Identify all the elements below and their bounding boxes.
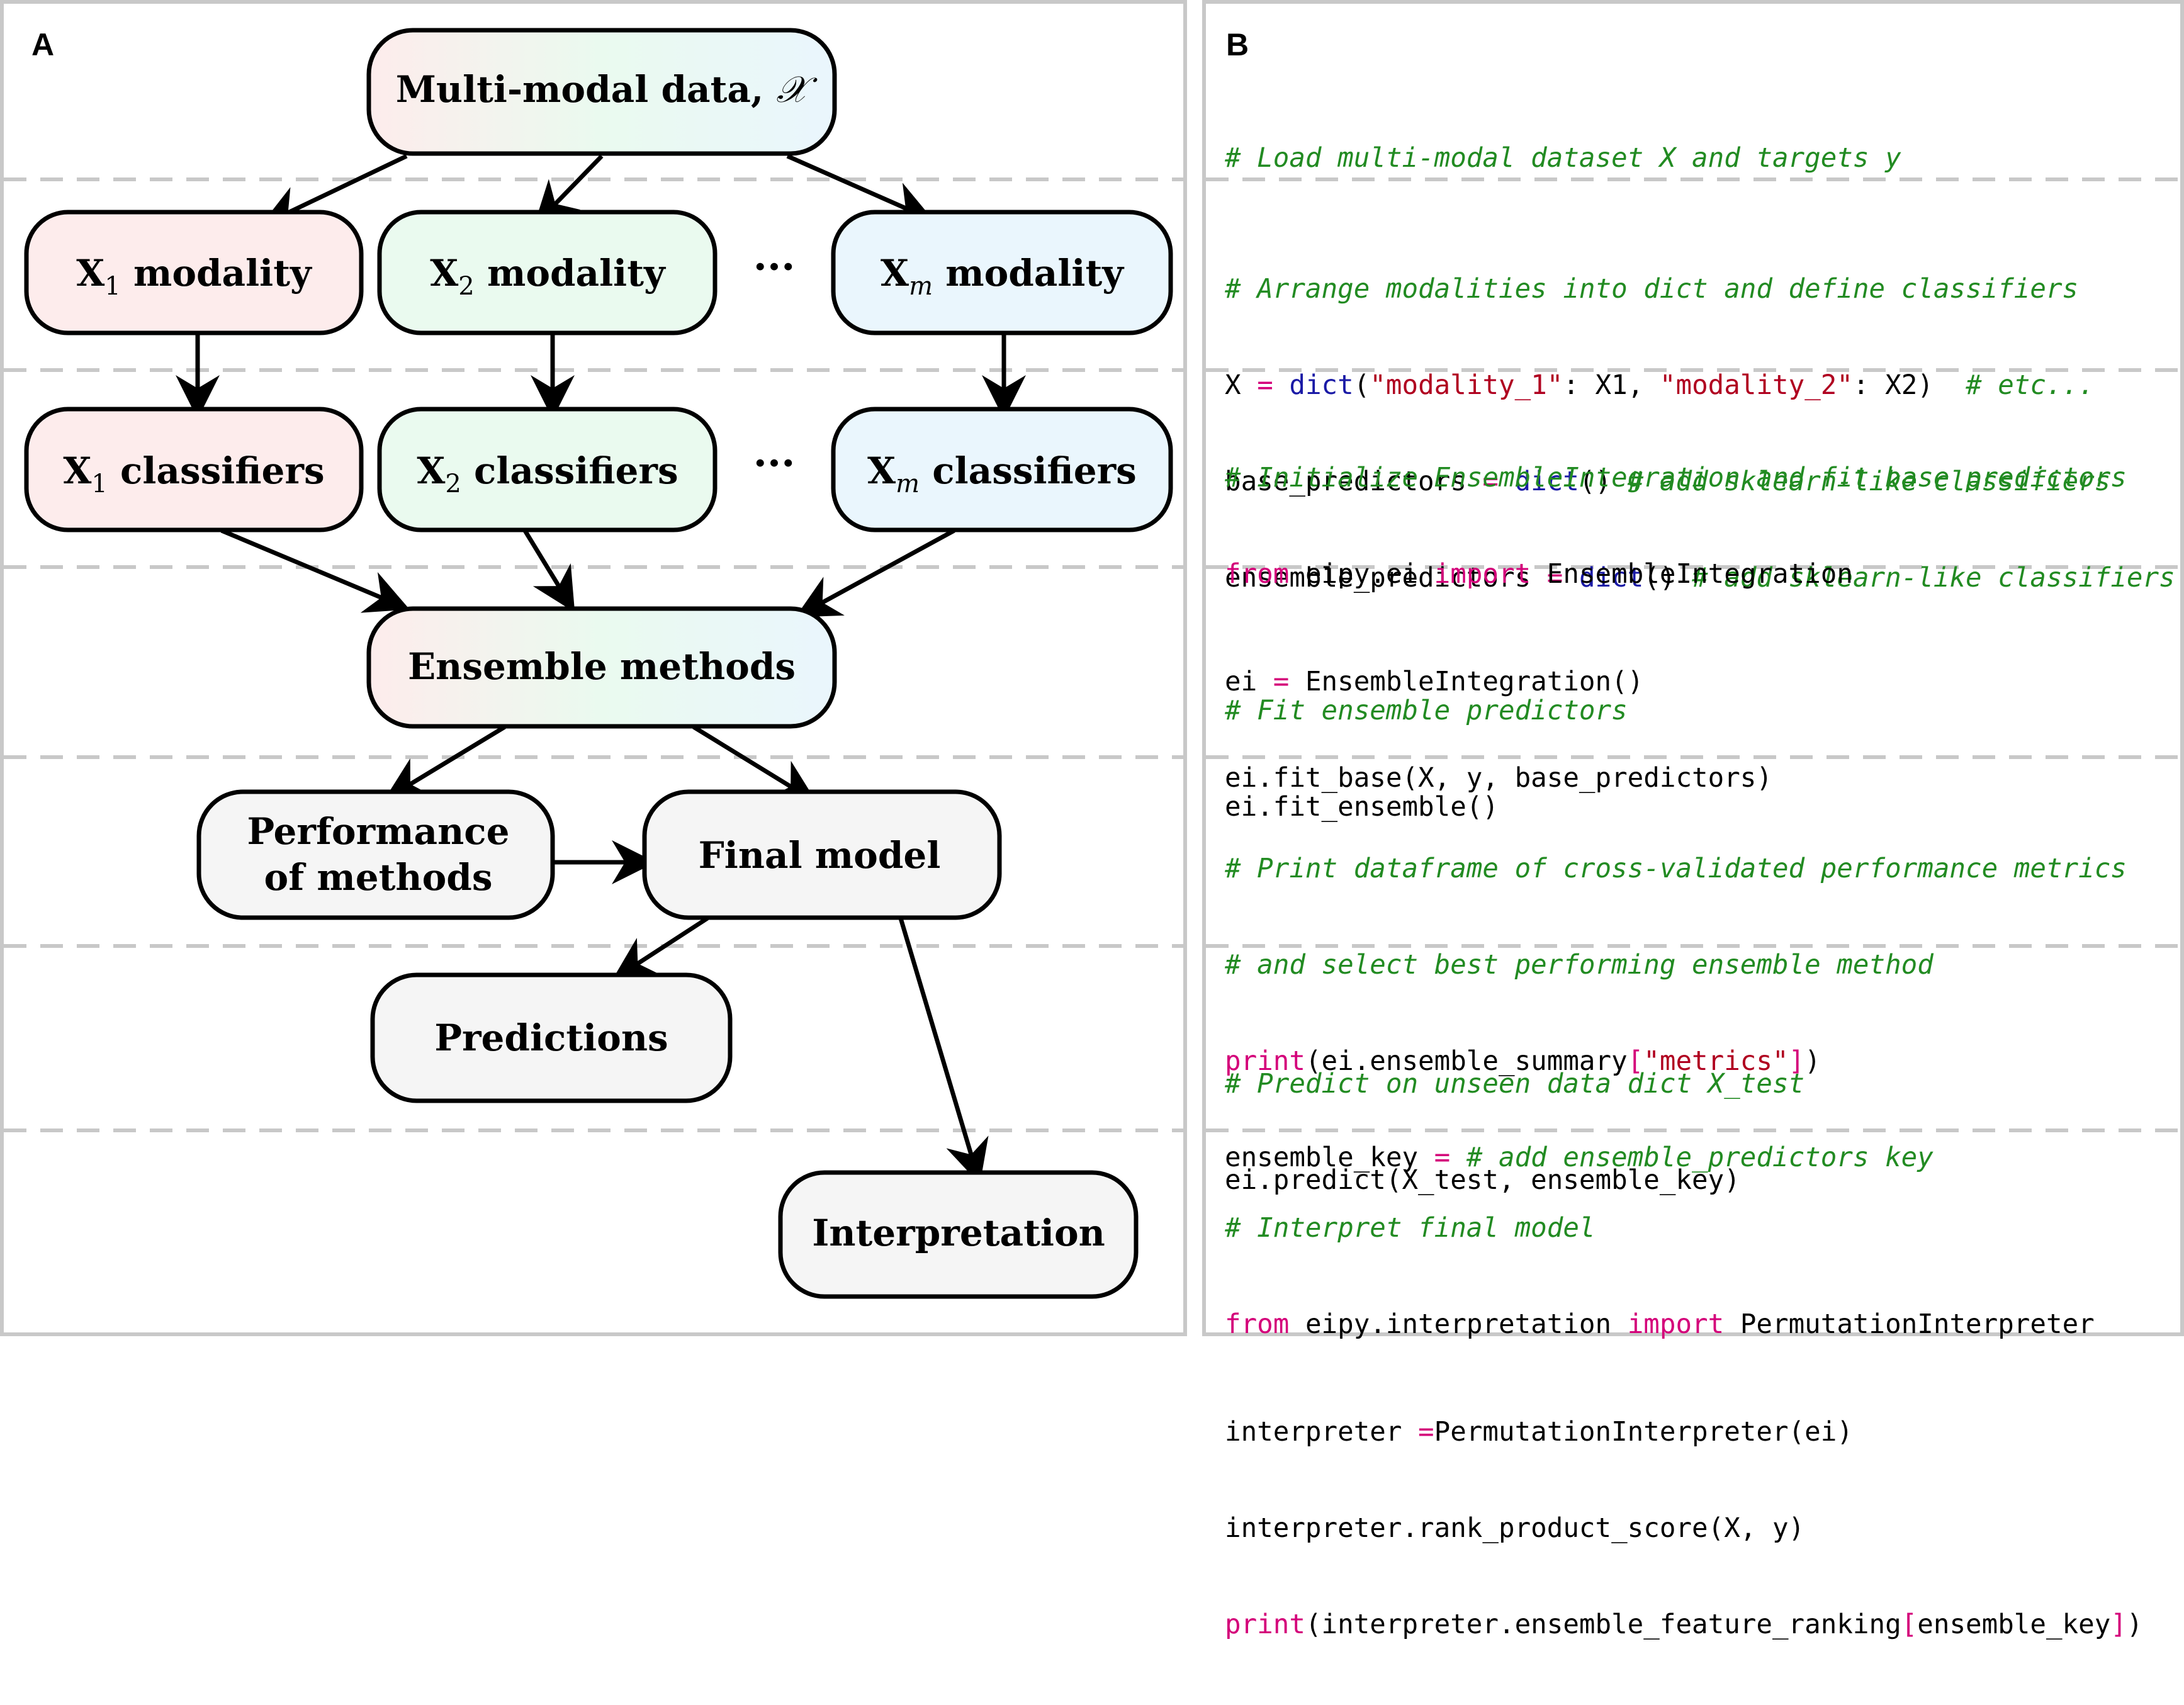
arrow-clsm-to-ensemble [795, 528, 955, 617]
code-section-arrange: # Arrange modalities into dict and defin… [1225, 209, 2175, 658]
code-section-predict: # Predict on unseen data dict X_test ei.… [1225, 1004, 2168, 1261]
label-ensemble-methods: Ensemble methods [408, 645, 796, 688]
code-section-fit-ensemble: # Fit ensemble predictors ei.fit_ensembl… [1225, 631, 2168, 887]
arrow-ensemble-to-final [692, 725, 817, 803]
code-comment: # Initialize EnsembleIntegration and fit… [1225, 463, 2127, 493]
label-predictions: Predictions [434, 1016, 668, 1059]
node-final-model [642, 789, 1002, 920]
code-comment: # Interpret final model [1225, 1213, 1596, 1244]
label-multimodal-data: Multi-modal data, 𝒳 [396, 68, 818, 111]
code-dividers [1206, 177, 2180, 1132]
panel-a-flowchart: A [0, 0, 1187, 1336]
label-performance-line1: Performance [247, 810, 509, 853]
code-line-print-ranking: print(interpreter.ensemble_feature_ranki… [1225, 1609, 2143, 1640]
code-comment: # and select best performing ensemble me… [1225, 950, 1934, 981]
ellipsis-classifiers: ··· [753, 440, 796, 487]
code-line-interpreter-assign: interpreter =PermutationInterpreter(ei) [1225, 1417, 1853, 1448]
node-x2-modality [377, 210, 718, 335]
flow-arrows [176, 154, 1026, 1184]
node-predictions [370, 972, 733, 1103]
node-x2-classifiers [377, 407, 718, 532]
code-comment: # Predict on unseen data dict X_test [1225, 1069, 1805, 1100]
arrow-data-to-modm [786, 154, 934, 223]
arrow-data-to-mod2 [534, 154, 604, 227]
code-section-load: # Load multi-modal dataset X and targets… [1225, 78, 2168, 239]
node-xm-modality [831, 210, 1173, 335]
code-section-print-metrics: # Print dataframe of cross-validated per… [1225, 789, 2168, 1238]
arrow-ensemble-to-performance [384, 725, 506, 801]
code-line-import-ei: from eipy.ei import EnsembleIntegration [1225, 559, 1853, 590]
node-interpretation [778, 1170, 1139, 1299]
code-line-fit-base: ei.fit_base(X, y, base_predictors) [1225, 763, 1772, 794]
arrow-final-to-predictions [612, 916, 709, 981]
code-line-x-dict: X = dict("modality_1": X1, "modality_2":… [1225, 370, 2095, 401]
label-xm-classifiers: Xm classifiers [867, 449, 1137, 498]
node-x1-modality [24, 210, 364, 335]
arrow-cls1-to-ensemble [220, 528, 410, 613]
arrow-final-to-interpretation [898, 917, 989, 1184]
label-xm-modality: Xm modality [881, 252, 1125, 301]
node-x1-classifiers [24, 407, 364, 532]
code-line-ensemble-predictors: ensemble_predictors = dict() # add sklea… [1225, 563, 2175, 594]
panel-b-letter: B [1226, 27, 1249, 62]
ellipsis-modality: ··· [753, 244, 796, 291]
panel-b-code: B # Load multi-modal dataset X and targe… [1202, 0, 2184, 1640]
code-comment: # Print dataframe of cross-validated per… [1225, 853, 2127, 884]
panel-a-letter: A [31, 27, 55, 62]
code-line-import-interp: from eipy.interpretation import Permutat… [1225, 1309, 2095, 1340]
node-performance-of-methods [196, 789, 555, 920]
code-line-fit-ensemble: ei.fit_ensemble() [1225, 792, 1499, 823]
code-section-interpret: # Interpret final model from eipy.interp… [1225, 1148, 2168, 1705]
label-x1-classifiers: X1 classifiers [63, 449, 324, 498]
code-line-predict: ei.predict(X_test, ensemble_key) [1225, 1165, 1740, 1196]
label-performance-line2: of methods [264, 856, 493, 899]
arrow-cls2-to-ensemble [523, 529, 575, 612]
code-comment: # Load multi-modal dataset X and targets… [1225, 143, 1901, 174]
code-comment: # Arrange modalities into dict and defin… [1225, 274, 2079, 305]
code-line-ei-assign: ei = EnsembleIntegration() [1225, 667, 1644, 697]
label-x1-modality: X1 modality [76, 252, 313, 301]
code-line-rank-product: interpreter.rank_product_score(X, y) [1225, 1513, 1805, 1544]
code-line-ensemble-key: ensemble_key = # add ensemble_predictors… [1225, 1142, 1934, 1173]
node-ensemble-methods [366, 606, 837, 729]
node-multimodal-data [366, 28, 837, 156]
label-x2-modality: X2 modality [430, 252, 667, 301]
code-line-base-predictors: base_predictors = dict() # add sklearn-l… [1225, 466, 2111, 497]
node-xm-classifiers [831, 407, 1173, 532]
code-section-initialize: # Initialize EnsembleIntegration and fit… [1225, 398, 2168, 858]
label-interpretation: Interpretation [812, 1212, 1105, 1254]
flowchart-canvas: Multi-modal data, 𝒳 X1 modality X2 modal… [4, 28, 1183, 1299]
code-comment: # Fit ensemble predictors [1225, 695, 1628, 726]
label-x2-classifiers: X2 classifiers [417, 449, 678, 498]
label-final-model: Final model [699, 834, 941, 877]
row-dividers [4, 177, 1183, 1132]
code-line-print-summary: print(ei.ensemble_summary["metrics"]) [1225, 1046, 1821, 1077]
